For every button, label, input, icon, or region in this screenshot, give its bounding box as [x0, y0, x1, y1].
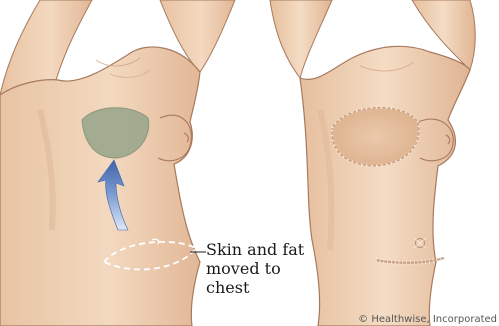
callout-label: Skin and fat moved to chest [206, 240, 316, 297]
callout-line-2: moved to [206, 259, 316, 278]
left-torso-figure [0, 0, 235, 326]
callout-line-3: chest [206, 278, 316, 297]
callout-line-1: Skin and fat [206, 240, 316, 259]
copyright-notice: © Healthwise, Incorporated [358, 314, 497, 325]
